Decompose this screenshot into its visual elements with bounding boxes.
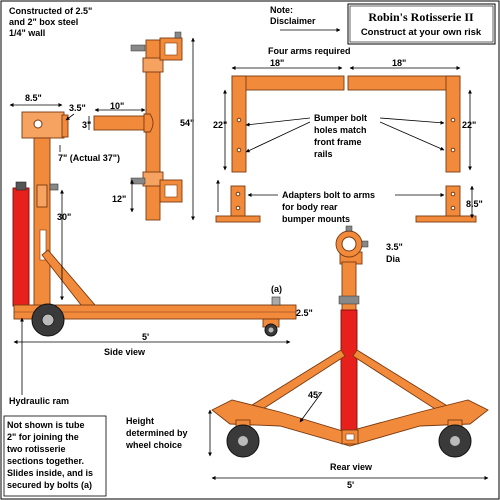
dim-8-5: 8.5" — [25, 93, 42, 103]
height-line1: Height — [126, 416, 154, 426]
height-line2: determined by — [126, 428, 188, 438]
construction-line3: 1/4" wall — [9, 28, 45, 38]
dim-18-right: 18" — [392, 58, 406, 68]
construction-line1: Constructed of 2.5" — [9, 6, 92, 16]
side-view-drawing — [12, 111, 297, 337]
dim-54: 54" — [180, 118, 194, 128]
hydraulic-ram — [12, 187, 30, 307]
dim-3-5: 3.5" — [69, 103, 86, 113]
dim-22-left: 22" — [213, 120, 227, 130]
adapters-line2: for body rear — [282, 202, 338, 212]
bumper-line4: rails — [314, 149, 333, 159]
svg-text:secured by bolts (a): secured by bolts (a) — [7, 480, 92, 490]
dim-22-right: 22" — [462, 120, 476, 130]
svg-text:sections together.: sections together. — [7, 456, 84, 466]
dim-7-actual: 7" (Actual 37") — [58, 153, 120, 163]
four-arms-label: Four arms required — [268, 46, 351, 56]
dim-12: 12" — [112, 194, 126, 204]
hydraulic-ram-label: Hydraulic ram — [9, 396, 69, 406]
upright-drawing — [93, 31, 183, 221]
svg-text:Slides inside, and is: Slides inside, and is — [7, 468, 93, 478]
dim-2-5: 2.5" — [296, 308, 313, 318]
horizontal-arm — [93, 115, 145, 131]
rear-view-label: Rear view — [330, 462, 373, 472]
dim-dia-label: Dia — [386, 254, 401, 264]
height-line3: wheel choice — [125, 440, 182, 450]
side-post — [33, 137, 51, 311]
svg-text:Not shown is tube: Not shown is tube — [7, 420, 85, 430]
adapter-left — [215, 185, 261, 223]
not-shown-note: Not shown is tube 2" for joining the two… — [3, 415, 107, 497]
side-view-label: Side view — [104, 347, 146, 357]
adapters-line3: bumper mounts — [282, 214, 350, 224]
head-block — [21, 111, 65, 139]
dim-5-ft: 5' — [142, 332, 149, 342]
bumper-line1: Bumper bolt — [314, 113, 367, 123]
dim-18-left: 18" — [270, 58, 284, 68]
arm-right — [347, 75, 461, 173]
svg-text:2" for joining the: 2" for joining the — [7, 432, 79, 442]
rear-view-drawing — [211, 225, 489, 458]
title-text: Robin's Rotisserie II — [368, 10, 474, 24]
bumper-line3: front frame — [314, 137, 362, 147]
subtitle-text: Construct at your own risk — [361, 27, 482, 38]
title-box: Robin's Rotisserie II Construct at your … — [347, 3, 496, 45]
svg-text:two rotisserie: two rotisserie — [7, 444, 66, 454]
dim-30: 30" — [57, 212, 71, 222]
adapters-line1: Adapters bolt to arms — [282, 190, 375, 200]
dim-5-ft-rear: 5' — [347, 480, 354, 490]
note-line2: Disclaimer — [270, 16, 316, 26]
dim-45-deg: 45° — [308, 390, 322, 400]
dim-8-5-right: 8.5" — [466, 199, 483, 209]
note-line1: Note: — [270, 5, 293, 15]
construction-line2: and 2" box steel — [9, 17, 78, 27]
rear-ram — [340, 309, 358, 431]
dim-dia-value: 3.5" — [386, 242, 403, 252]
dim-3: 3" — [82, 120, 91, 130]
label-a: (a) — [271, 284, 282, 294]
bumper-line2: holes match — [314, 125, 367, 135]
adapter-right — [415, 185, 477, 223]
dim-10: 10" — [110, 101, 124, 111]
